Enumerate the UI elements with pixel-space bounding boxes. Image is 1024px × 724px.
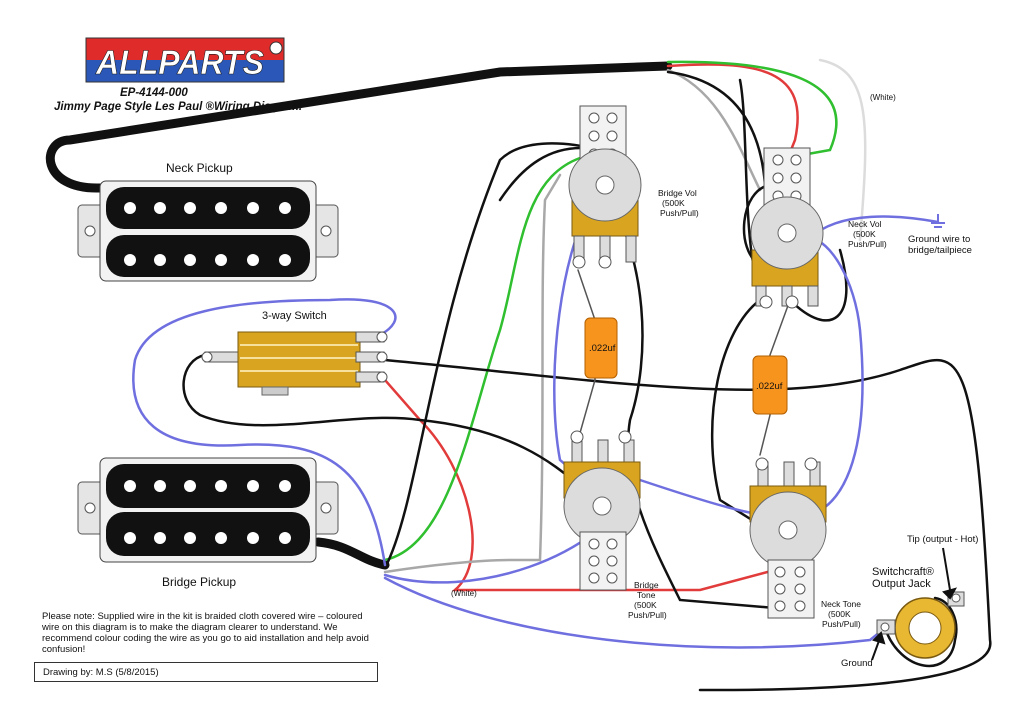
white-wire-label-bottom: (White)	[451, 589, 477, 598]
bridge-vol-label-2: (500K	[662, 198, 685, 208]
output-jack	[876, 591, 965, 659]
neck-pickup	[77, 180, 339, 282]
allparts-logo: ALLPARTS	[85, 37, 285, 83]
tip-label: Tip (output - Hot)	[907, 534, 978, 545]
capacitor-bridge: .022uf	[584, 317, 618, 379]
three-way-switch	[201, 331, 388, 396]
jack-label-2: Output Jack	[872, 578, 931, 590]
bridge-tone-label-4: Push/Pull)	[628, 610, 667, 620]
bridge-vol-label-1: Bridge Vol	[658, 188, 697, 198]
logo-text: ALLPARTS	[95, 44, 264, 82]
jack-label-1: Switchcraft®	[872, 566, 934, 578]
bridge-tone-label-1: Bridge	[634, 580, 659, 590]
capacitor-neck-label: .022uf	[756, 381, 783, 392]
ground-wire-label-1: Ground wire to	[908, 234, 970, 245]
bridge-tone-label-2: Tone	[637, 590, 656, 600]
ground-symbol-icon	[931, 214, 945, 228]
ground-label: Ground	[841, 658, 873, 669]
bridge-vol-label-3: Push/Pull)	[660, 208, 699, 218]
neck-tone-label-3: Push/Pull)	[822, 619, 861, 629]
part-code: EP-4144-000	[120, 87, 188, 99]
drawing-credit: Drawing by: M.S (5/8/2015)	[34, 662, 378, 682]
bridge-vol-pot	[568, 105, 642, 269]
neck-vol-pot	[750, 147, 824, 309]
wires	[45, 58, 992, 692]
bridge-pickup	[77, 457, 339, 563]
bridge-tone-label-3: (500K	[634, 600, 657, 610]
neck-vol-label-1: Neck Vol	[848, 219, 882, 229]
neck-vol-label-2: (500K	[853, 229, 876, 239]
neck-tone-label-2: (500K	[828, 609, 851, 619]
neck-vol-label-3: Push/Pull)	[848, 239, 887, 249]
bridge-pickup-cable	[313, 537, 390, 570]
bridge-tone-pot	[563, 430, 641, 591]
capacitor-neck: .022uf	[752, 355, 788, 415]
ground-wire-label-2: bridge/tailpiece	[908, 245, 972, 256]
arrows	[871, 547, 958, 661]
neck-tone-label-1: Neck Tone	[821, 599, 861, 609]
neck-pickup-label: Neck Pickup	[166, 161, 233, 175]
wiring-note: Please note: Supplied wire in the kit is…	[42, 611, 369, 655]
neck-pickup-cable	[45, 61, 673, 193]
switch-label: 3-way Switch	[262, 310, 327, 322]
white-wire-label-top: (White)	[870, 93, 896, 102]
capacitor-bridge-label: .022uf	[589, 343, 616, 354]
neck-tone-pot	[749, 457, 827, 619]
bridge-pickup-label: Bridge Pickup	[162, 575, 236, 589]
